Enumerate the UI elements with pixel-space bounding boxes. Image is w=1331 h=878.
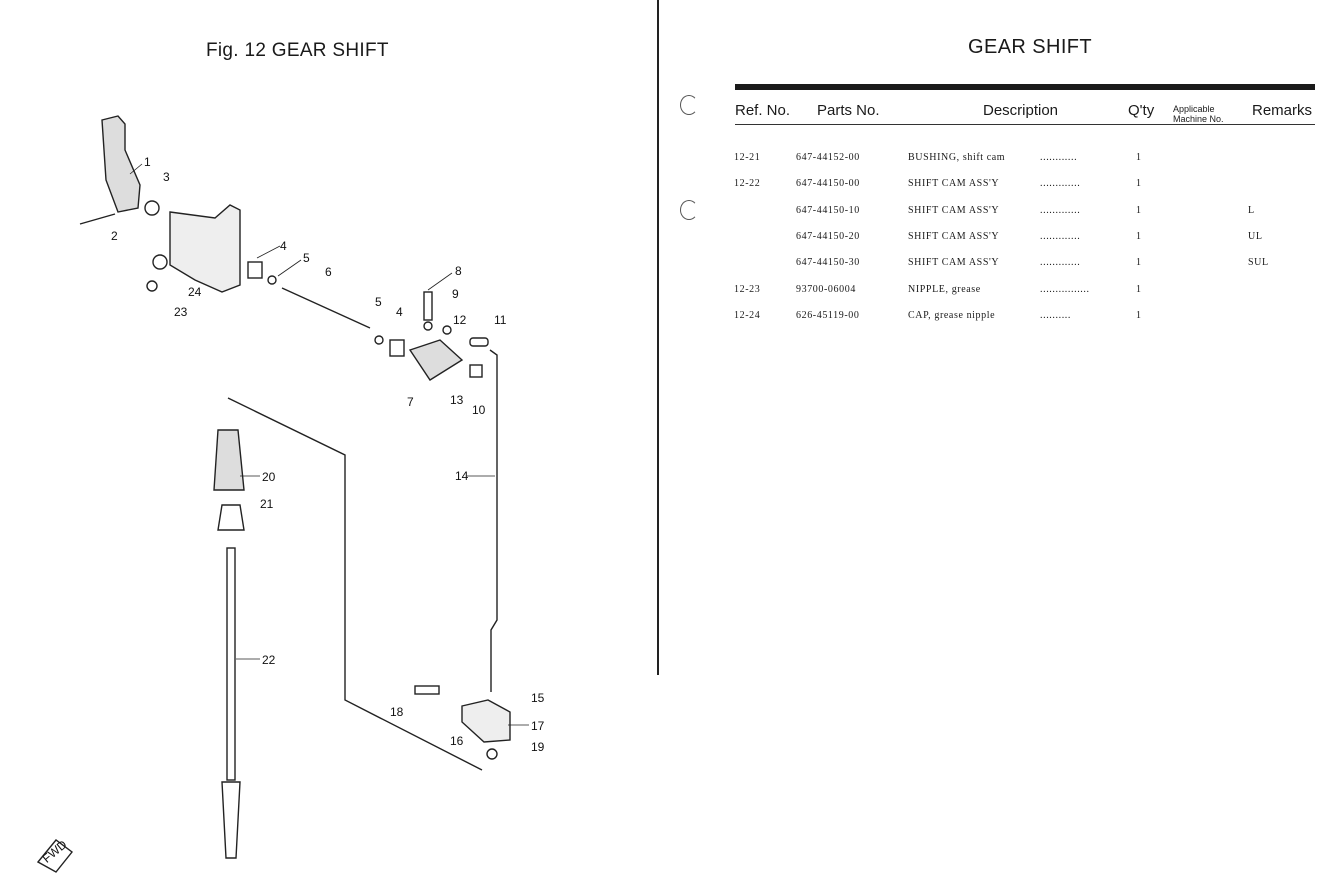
callout-1: 1 [144, 155, 151, 169]
callout-17: 17 [531, 719, 545, 733]
control-rod-22 [226, 547, 236, 781]
bracket-16 [461, 699, 511, 743]
page-title: GEAR SHIFT [968, 36, 1093, 58]
ring-5b [374, 335, 384, 345]
washer-12 [442, 325, 452, 335]
callout-24: 24 [188, 285, 202, 299]
joint-11 [469, 337, 489, 347]
callout-7: 7 [407, 395, 414, 409]
gear-shift-diagram: 1 2 3 4 5 6 8 9 5 4 12 11 24 23 7 13 10 … [36, 115, 545, 873]
bolt-18 [414, 685, 440, 695]
page-divider [657, 0, 659, 675]
table-row: 647-44150-20 SHIFT CAM ASS'Y ...........… [796, 231, 1263, 242]
binder-hole [680, 200, 698, 220]
header-parts-no: Parts No. [817, 102, 880, 119]
callout-3: 3 [163, 170, 170, 184]
cap-23 [146, 280, 158, 292]
callout-5b: 5 [375, 295, 382, 309]
callout-2: 2 [111, 229, 118, 243]
rod-end [221, 781, 241, 859]
header-rule-bottom [735, 124, 1315, 125]
header-ref-no: Ref. No. [735, 102, 791, 119]
diagram-page: Fig. 12 GEAR SHIFT [0, 0, 658, 878]
nut-21 [217, 504, 245, 531]
table-row: 12-21 647-44152-00 BUSHING, shift cam ..… [734, 152, 1142, 163]
callout-11: 11 [494, 313, 507, 327]
parts-list-page: GEAR SHIFT Ref. No. Parts No. Descriptio… [660, 0, 1331, 878]
nipple-24 [152, 254, 168, 270]
callout-21: 21 [260, 497, 274, 511]
table-row: 12-24 626-45119-00 CAP, grease nipple ..… [734, 310, 1142, 321]
figure-title: Fig. 12 GEAR SHIFT [206, 40, 389, 61]
callout-20: 20 [262, 470, 276, 484]
callout-18: 18 [390, 705, 404, 719]
table-row: 647-44150-30 SHIFT CAM ASS'Y ...........… [796, 257, 1269, 268]
table-row: 12-23 93700-06004 NIPPLE, grease .......… [734, 284, 1142, 295]
bushing-4b [389, 339, 405, 357]
ring-5 [267, 275, 277, 285]
callout-10: 10 [472, 403, 486, 417]
callout-14: 14 [455, 469, 469, 483]
arm-7 [408, 339, 464, 381]
callout-13: 13 [450, 393, 464, 407]
callout-16: 16 [450, 734, 464, 748]
callout-9: 9 [452, 287, 459, 301]
boot-20 [213, 429, 245, 491]
table-row: 12-22 647-44150-00 SHIFT CAM ASS'Y .....… [734, 178, 1142, 189]
header-description: Description [983, 102, 1059, 119]
callout-4: 4 [280, 239, 287, 253]
callout-5: 5 [303, 251, 310, 265]
header-remarks: Remarks [1252, 102, 1313, 119]
binder-hole [680, 95, 698, 115]
callout-4b: 4 [396, 305, 403, 319]
washer-19 [486, 748, 498, 760]
header-qty: Q'ty [1128, 102, 1155, 119]
pin-10 [469, 364, 483, 378]
bolt-2 [79, 213, 116, 225]
bolt-8 [423, 291, 433, 321]
callout-8: 8 [455, 264, 462, 278]
callout-12: 12 [453, 313, 467, 327]
callout-6: 6 [325, 265, 332, 279]
washer-9 [423, 321, 433, 331]
shift-pedal [101, 115, 141, 213]
header-rule-top [735, 84, 1315, 90]
table-row: 647-44150-10 SHIFT CAM ASS'Y ...........… [796, 205, 1255, 216]
shift-rod-14 [489, 349, 498, 692]
callout-22: 22 [262, 653, 276, 667]
callout-15: 15 [531, 691, 545, 705]
shaft-housing [169, 204, 241, 293]
callout-23: 23 [174, 305, 188, 319]
washer-3 [144, 200, 160, 216]
callout-19: 19 [531, 740, 545, 754]
shift-cam-6 [281, 287, 371, 329]
bushing-4 [247, 261, 263, 279]
fwd-arrow-icon [36, 839, 73, 873]
header-applicable: Applicable Machine No. [1173, 104, 1224, 124]
leader-line [227, 397, 483, 771]
